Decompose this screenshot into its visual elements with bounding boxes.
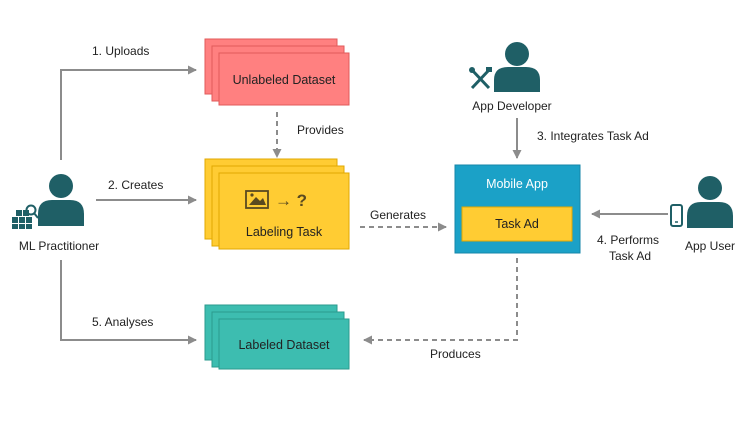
labeling-task-label: Labeling Task: [246, 225, 323, 239]
provides-label: Provides: [297, 123, 344, 137]
analyses-label: 5. Analyses: [92, 315, 153, 329]
app-user-person-icon: [687, 176, 733, 228]
app-developer-label: App Developer: [472, 99, 551, 113]
labeled-dataset-label: Labeled Dataset: [238, 338, 330, 352]
app-developer-person-icon: [494, 42, 540, 92]
edge-produces: [363, 258, 518, 345]
labeled-dataset-box: Labeled Dataset: [204, 304, 350, 370]
ml-practitioner-label: ML Practitioner: [19, 239, 99, 253]
smartphone-icon: [670, 204, 683, 227]
labeling-task-box: → ? Labeling Task: [204, 158, 350, 250]
dataset-blocks-icon: [12, 204, 39, 229]
edge-analyses: [60, 260, 197, 345]
generates-label: Generates: [370, 208, 426, 222]
creates-label: 2. Creates: [108, 178, 163, 192]
unlabeled-dataset-label: Unlabeled Dataset: [233, 73, 336, 87]
mobile-app-box: Mobile App Task Ad: [454, 164, 581, 254]
produces-label: Produces: [430, 347, 481, 361]
unlabeled-dataset-box: Unlabeled Dataset: [204, 38, 350, 106]
arrow-question-symbols: → ?: [275, 191, 307, 210]
app-user-label: App User: [685, 239, 735, 253]
tools-icon: [469, 67, 492, 90]
performs-label-line2: Task Ad: [609, 249, 651, 263]
image-icon: [245, 190, 269, 209]
task-ad-box: [461, 206, 573, 242]
edge-uploads: [60, 65, 197, 160]
uploads-label: 1. Uploads: [92, 44, 149, 58]
mobile-app-label: Mobile App: [486, 177, 548, 191]
integrates-label: 3. Integrates Task Ad: [537, 129, 649, 143]
task-ad-label: Task Ad: [495, 217, 539, 231]
ml-practitioner-person-icon: [38, 174, 84, 226]
performs-label-line1: 4. Performs: [597, 233, 659, 247]
